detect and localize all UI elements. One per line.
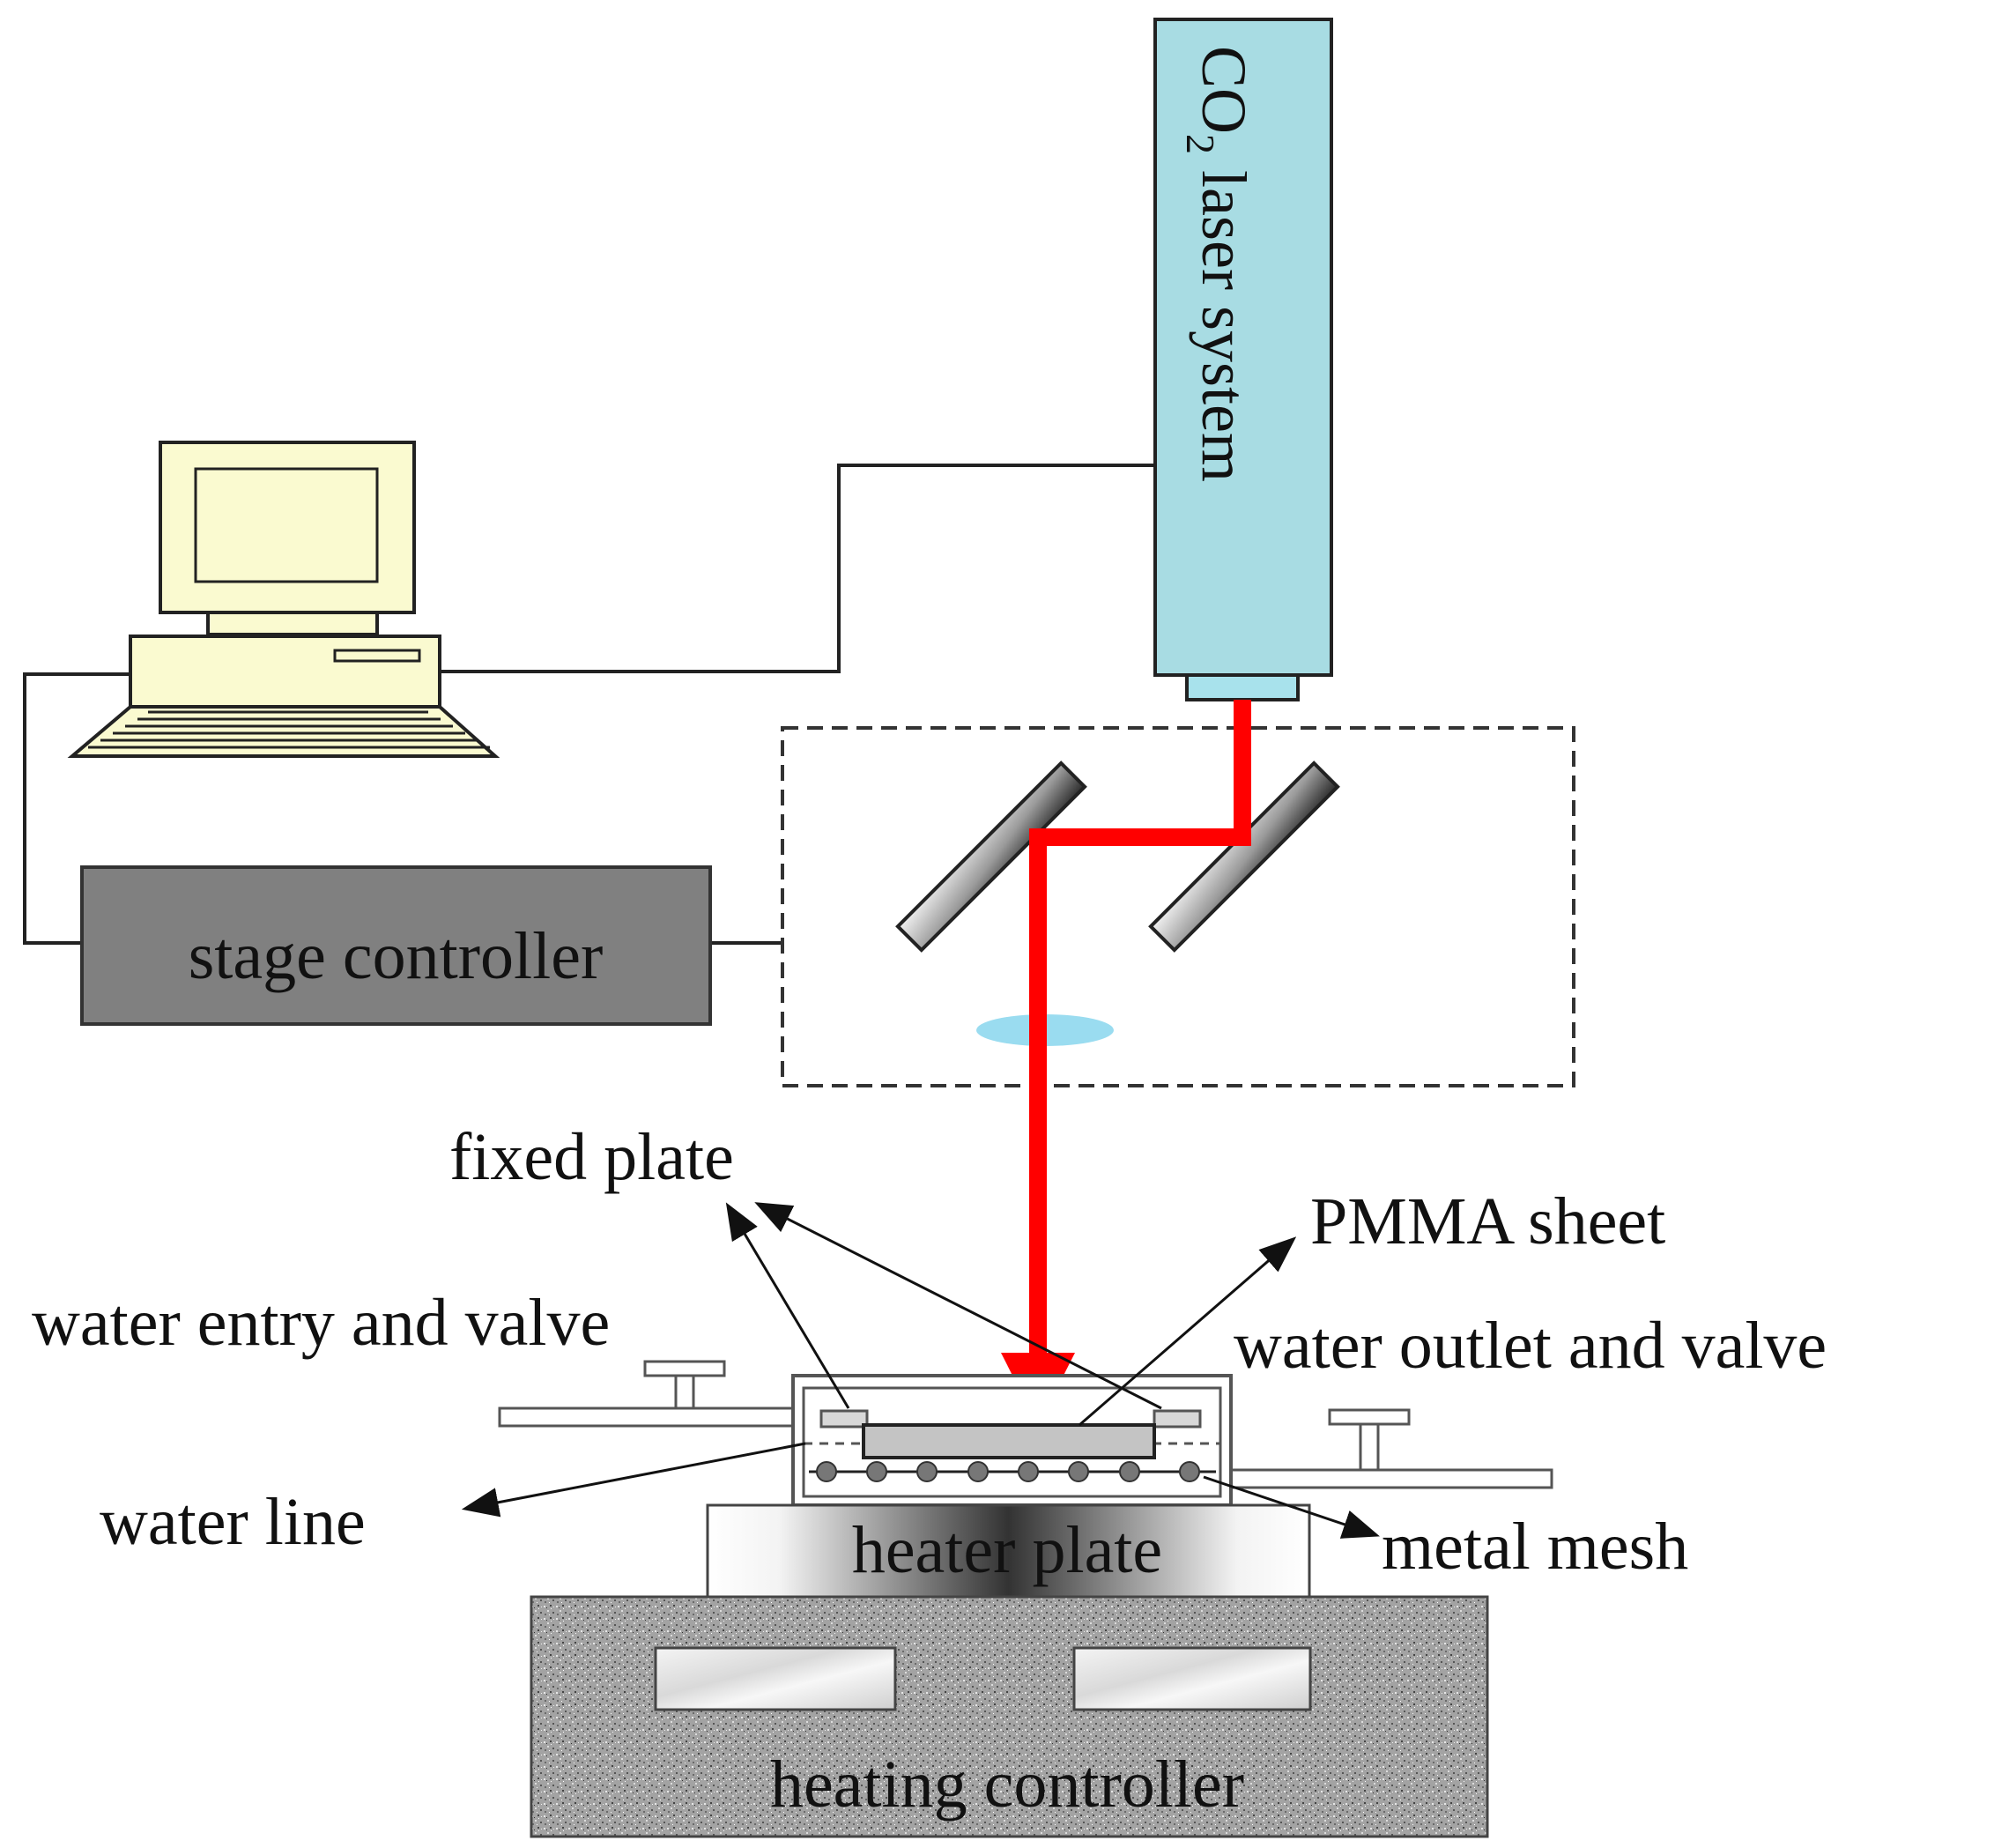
mesh-bead	[866, 1461, 887, 1482]
mesh-bead	[916, 1461, 938, 1482]
heating-controller-box	[530, 1595, 1489, 1838]
label-water-entry: water entry and valve	[32, 1286, 610, 1360]
valve-right	[1328, 1408, 1411, 1472]
water-pipe-left	[498, 1406, 795, 1428]
valve-left	[643, 1360, 726, 1410]
heating-controller: heating controller	[530, 1595, 1489, 1838]
arrow-pmma-sheet	[1079, 1236, 1297, 1427]
labels: fixed plate PMMA sheet water entry and v…	[32, 1120, 1827, 1584]
optics-assembly	[781, 726, 1575, 1087]
laser-output-aperture	[1185, 673, 1300, 701]
label-water-line: water line	[100, 1485, 366, 1559]
mesh-bead	[1179, 1461, 1200, 1482]
stage-controller-label: stage controller	[189, 919, 604, 993]
laser-body	[1153, 18, 1333, 677]
callout-arrows	[461, 1202, 1380, 1539]
wire-computer-stage-controller	[23, 672, 130, 945]
computer-disk-slot	[333, 649, 421, 663]
label-fixed-plate: fixed plate	[449, 1120, 734, 1194]
co2-laser-system: CO2 laser system	[1153, 18, 1333, 701]
arrow-water-line	[461, 1442, 806, 1518]
computer-screen	[194, 467, 379, 583]
label-water-outlet: water outlet and valve	[1234, 1309, 1827, 1383]
mirror-left	[895, 761, 1087, 953]
wiring	[23, 464, 1155, 945]
wire-computer-laser	[441, 464, 1155, 673]
arrow-fixed-plate-left	[725, 1202, 850, 1409]
label-metal-mesh: metal mesh	[1382, 1510, 1688, 1584]
mesh-bead	[816, 1461, 837, 1482]
keyboard-keys	[88, 710, 490, 749]
label-pmma-sheet: PMMA sheet	[1310, 1184, 1665, 1258]
stage-controller-box	[80, 865, 712, 1026]
sample-chamber	[498, 1360, 1553, 1507]
heating-controller-label: heating controller	[770, 1748, 1244, 1822]
mesh-bead	[1068, 1461, 1089, 1482]
metal-mesh-beads	[816, 1461, 1200, 1482]
optics-dashed-frame	[781, 726, 1575, 1087]
arrow-fixed-plate-right	[754, 1202, 1162, 1410]
fixed-plate-right	[1153, 1409, 1202, 1429]
heating-controller-panel-right	[1072, 1646, 1312, 1711]
pmma-sheet	[862, 1423, 1156, 1459]
computer-base-unit	[129, 635, 441, 709]
heater-plate-label: heater plate	[852, 1513, 1162, 1587]
heating-controller-panel-left	[654, 1646, 897, 1711]
mesh-bead	[967, 1461, 989, 1482]
heater-plate: heater plate	[706, 1503, 1311, 1599]
water-pipe-right	[1229, 1468, 1553, 1489]
mesh-bead	[1018, 1461, 1039, 1482]
fixed-plate-left	[819, 1409, 869, 1429]
heater-plate-box	[706, 1503, 1311, 1599]
computer-keyboard	[67, 705, 500, 758]
stage-controller: stage controller	[80, 865, 712, 1026]
arrow-metal-mesh	[1203, 1475, 1380, 1539]
computer-monitor-stand	[206, 611, 379, 636]
laser-beam-path	[1029, 700, 1251, 1353]
mesh-bead	[1119, 1461, 1140, 1482]
computer	[67, 441, 500, 758]
laser-label: CO2 laser system	[1178, 46, 1259, 482]
